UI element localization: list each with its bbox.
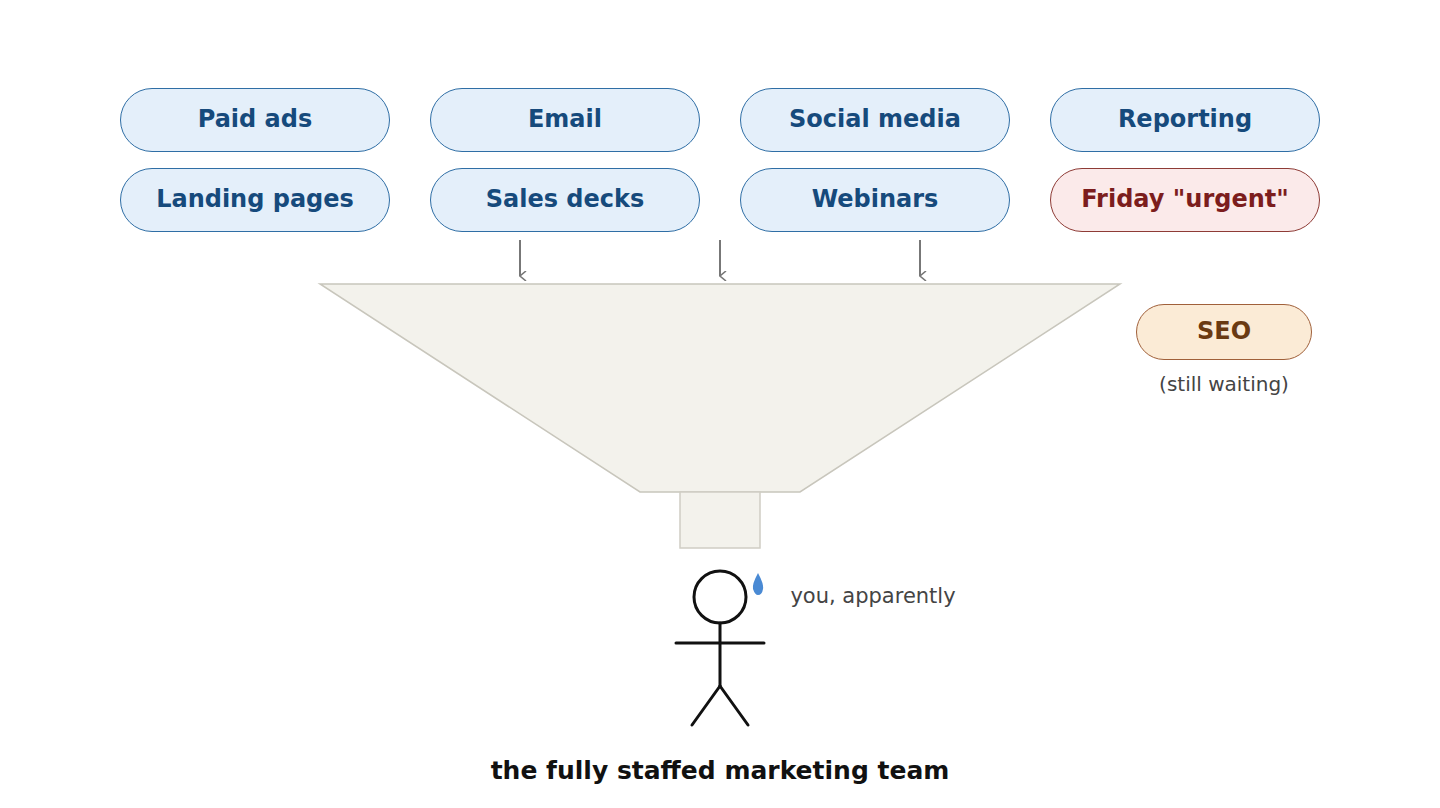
- task-pill: Paid ads: [120, 88, 390, 152]
- sweat-drop: [753, 573, 763, 595]
- figure-arms: [676, 642, 764, 645]
- pill-label: Paid ads: [198, 106, 313, 134]
- funnel-stem: [680, 492, 760, 548]
- pill-label: Sales decks: [486, 186, 645, 214]
- inflow-arrow: [719, 240, 721, 276]
- task-pill: Sales decks: [430, 168, 700, 232]
- task-pill: Friday "urgent": [1050, 168, 1320, 232]
- figure-leg: [720, 686, 748, 725]
- task-pill: Social media: [740, 88, 1010, 152]
- pill-label: SEO: [1197, 318, 1251, 346]
- inflow-arrow: [919, 240, 921, 276]
- pill-label: Webinars: [812, 186, 939, 214]
- stick-figure: [676, 571, 764, 725]
- task-pill: SEO: [1136, 304, 1312, 360]
- task-pill: Reporting: [1050, 88, 1320, 152]
- pill-label: Friday "urgent": [1081, 186, 1289, 214]
- figure-body: [719, 623, 722, 686]
- pill-label: Social media: [789, 106, 961, 134]
- task-pill: Email: [430, 88, 700, 152]
- inflow-arrows: [520, 240, 920, 276]
- pill-label: Landing pages: [156, 186, 354, 214]
- funnel-body: [320, 284, 1120, 492]
- figure-caption: you, apparently: [790, 584, 955, 608]
- figure-head: [694, 571, 746, 623]
- team-caption: the fully staffed marketing team: [491, 756, 950, 785]
- figure-leg: [692, 686, 720, 725]
- inflow-arrow: [519, 240, 521, 276]
- task-pill: Landing pages: [120, 168, 390, 232]
- pill-label: Reporting: [1118, 106, 1252, 134]
- task-pill: Webinars: [740, 168, 1010, 232]
- status-note: (still waiting): [1159, 372, 1289, 396]
- pill-label: Email: [528, 106, 602, 134]
